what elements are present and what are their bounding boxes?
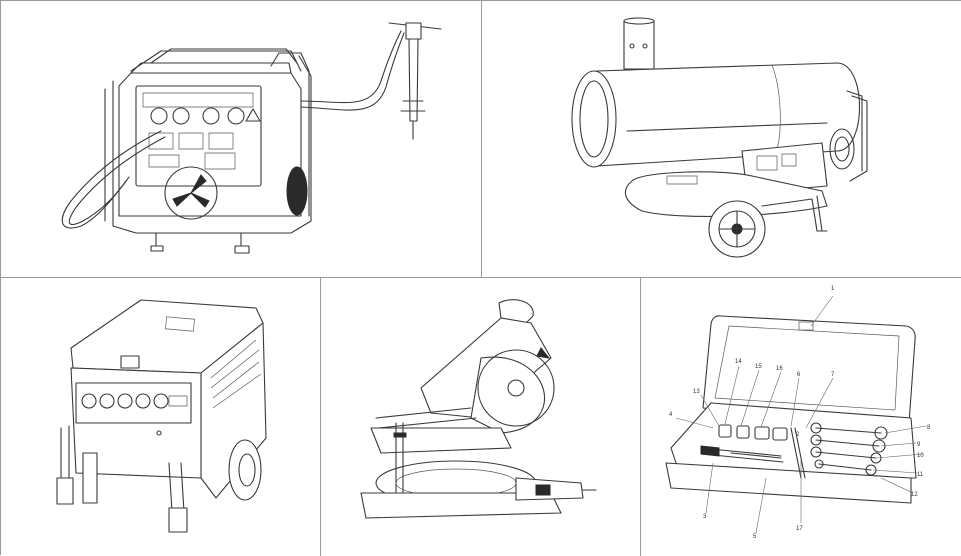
callout-10: 10 <box>917 453 924 459</box>
miter-saw-icon <box>321 278 641 556</box>
callout-2: 2 <box>796 432 800 438</box>
callout-11: 11 <box>917 472 924 478</box>
panel-toolkit-case: 1 4 13 3 5 6 7 8 9 10 11 12 14 15 16 17 … <box>641 278 961 556</box>
callout-5: 5 <box>753 534 757 540</box>
callout-4: 4 <box>669 412 673 418</box>
wheeled-generator-icon <box>1 278 321 556</box>
inverter-generator-icon <box>1 1 482 278</box>
callout-14: 14 <box>735 359 742 365</box>
tool-case-icon: 1 4 13 3 5 6 7 8 9 10 11 12 14 15 16 17 … <box>641 286 931 540</box>
callout-8: 8 <box>927 425 931 431</box>
callout-12: 12 <box>911 492 918 498</box>
space-heater-icon <box>482 1 961 278</box>
callout-3: 3 <box>703 514 707 520</box>
panel-generator-jackhammer <box>1 1 482 278</box>
callout-1: 1 <box>831 286 835 292</box>
callout-17: 17 <box>796 526 803 532</box>
callout-6: 6 <box>797 372 801 378</box>
callout-15: 15 <box>755 364 762 370</box>
panel-diesel-generator <box>1 278 321 556</box>
callout-13: 13 <box>693 389 700 395</box>
panel-diesel-heater <box>482 1 961 278</box>
panel-miter-saw <box>321 278 641 556</box>
callout-7: 7 <box>831 372 835 378</box>
callout-16: 16 <box>776 366 783 372</box>
callout-9: 9 <box>917 442 921 448</box>
